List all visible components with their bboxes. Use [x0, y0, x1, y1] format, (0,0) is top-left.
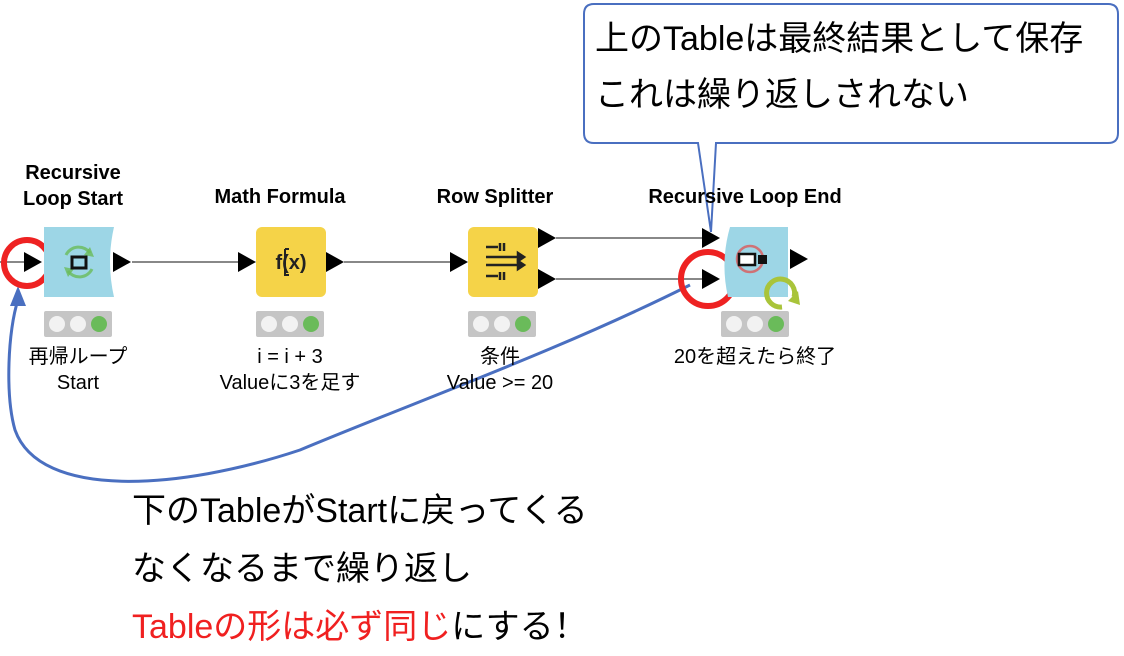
callout-text-line2: これは繰り返しされない [595, 76, 969, 114]
status-indicator-start [44, 311, 112, 337]
node-desc-line1: i = i + 3 [257, 346, 323, 368]
end-input-top-port-icon[interactable] [702, 228, 720, 248]
node-desc-line2: Start [56, 372, 100, 394]
splitter-input-port-icon[interactable] [450, 252, 468, 272]
node-title-line2: Loop Start [23, 188, 123, 210]
status-dot-green [303, 316, 319, 332]
row-splitter-icon [486, 243, 527, 280]
node-row-splitter[interactable] [468, 227, 538, 297]
splitter-output-top-port-icon[interactable] [538, 228, 556, 248]
status-indicator-end [721, 311, 789, 337]
node-title-recursive-loop-start: Recursive Loop Start [14, 160, 132, 212]
start-output-port-icon[interactable] [113, 252, 131, 272]
svg-text:f(x): f(x) [275, 252, 306, 274]
note-line3-suffix: にする！ [451, 608, 588, 646]
status-indicator-math [256, 311, 324, 337]
status-dot-inactive [747, 316, 763, 332]
node-title-math-formula: Math Formula [214, 186, 346, 208]
node-desc-math-formula: i = i + 3 Valueに3を足す [190, 344, 390, 396]
splitter-output-bottom-port-icon[interactable] [538, 269, 556, 289]
status-dot-green [91, 316, 107, 332]
node-desc-line2: Valueに3を足す [219, 372, 361, 394]
status-dot-inactive [282, 316, 298, 332]
node-desc-line1: 再帰ループ [28, 346, 128, 368]
end-input-bottom-port-icon[interactable] [702, 269, 720, 289]
status-dot-inactive [494, 316, 510, 332]
node-math-formula[interactable]: f(x) [256, 227, 326, 297]
node-desc-recursive-loop-start: 再帰ループ Start [14, 344, 142, 396]
node-desc-row-splitter: 条件 Value >= 20 [405, 344, 595, 396]
note-line2: なくなるまで繰り返し [132, 550, 472, 588]
status-dot-inactive [261, 316, 277, 332]
math-formula-icon: f(x) [275, 248, 307, 276]
status-dot-inactive [726, 316, 742, 332]
status-dot-inactive [70, 316, 86, 332]
math-input-port-icon[interactable] [238, 252, 256, 272]
status-dot-inactive [49, 316, 65, 332]
loop-end-icon [724, 227, 800, 310]
node-recursive-loop-start[interactable] [44, 227, 114, 297]
loop-back-arrow [7, 283, 691, 483]
math-output-port-icon[interactable] [326, 252, 344, 272]
node-title-line1: Recursive [25, 162, 121, 184]
status-dot-green [768, 316, 784, 332]
node-desc-line1: 条件 [480, 346, 520, 368]
callout-text-line1: 上のTableは最終結果として保存 [595, 20, 1084, 58]
callout-bubble [583, 3, 1119, 233]
loop-start-icon [44, 227, 114, 297]
note-emphasis-text: Tableの形は必ず同じ [132, 608, 452, 646]
note-line3: Tableの形は必ず同じにする！ [132, 598, 588, 656]
status-indicator-splitter [468, 311, 536, 337]
status-dot-inactive [473, 316, 489, 332]
note-line1: 下のTableがStartに戻ってくる [132, 492, 588, 530]
node-title-row-splitter: Row Splitter [436, 186, 554, 208]
loop-back-arrowhead-icon [10, 286, 26, 306]
node-desc-recursive-loop-end: 20を超えたら終了 [673, 346, 837, 368]
start-input-port-icon[interactable] [24, 252, 42, 272]
node-recursive-loop-end[interactable] [720, 227, 800, 317]
node-title-recursive-loop-end: Recursive Loop End [648, 186, 842, 208]
node-desc-line2: Value >= 20 [446, 372, 554, 394]
status-dot-green [515, 316, 531, 332]
end-output-port-icon[interactable] [790, 249, 808, 269]
